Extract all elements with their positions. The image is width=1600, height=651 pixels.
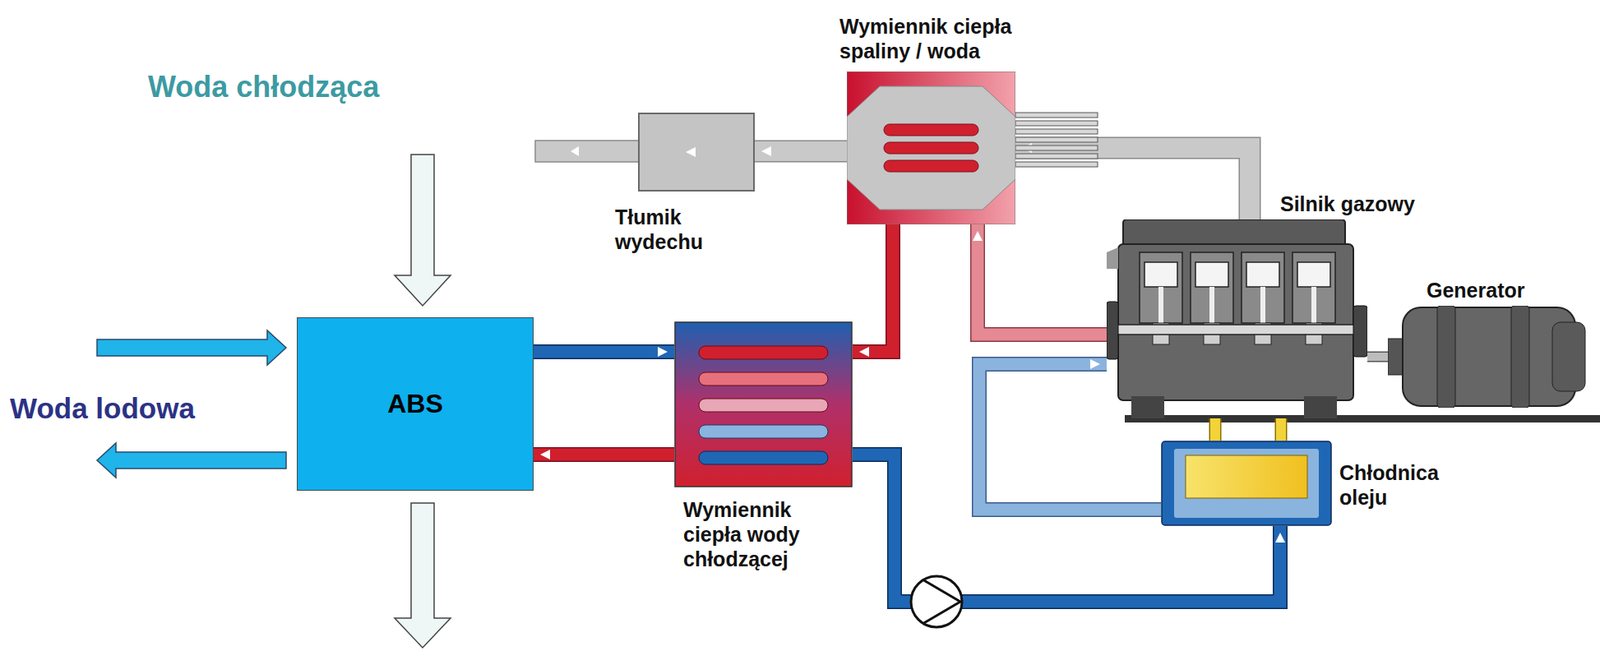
ice-water-out-arrow <box>97 443 287 478</box>
absorption-chiller-box: ABS <box>296 317 534 491</box>
oil-cooler-drawing <box>1160 440 1332 527</box>
return-water-pipe <box>533 346 675 357</box>
arrowhead <box>657 346 668 357</box>
oil-pipe-fill <box>1210 418 1221 441</box>
oil-pipe <box>1280 418 1282 441</box>
oil-pipe <box>1215 418 1217 441</box>
pump-symbol-impeller <box>922 579 961 625</box>
exhaust-outlet-pipe <box>535 140 639 162</box>
warm-coolant-pipe <box>972 224 1107 335</box>
cooling-water-out-arrow <box>394 503 451 648</box>
fin <box>1015 112 1098 118</box>
hot-water-pipe-fill <box>852 224 893 352</box>
generator: Generator <box>1387 305 1587 408</box>
flow-arrow <box>570 146 579 157</box>
fin <box>1015 145 1098 151</box>
oil-pipe-fill <box>1276 418 1286 441</box>
node-label: Chłodnica oleju <box>1339 460 1455 510</box>
oil-pipe-outline <box>1209 418 1222 441</box>
coolant-heat-exchanger-drawing <box>674 321 853 488</box>
warm-coolant-pipe-outline <box>977 224 1107 335</box>
node-label: Wymiennik ciepła spaliny / woda <box>839 13 1062 64</box>
cooling-water-in-arrow <box>394 154 451 306</box>
oil-pipe-outline <box>1275 418 1288 441</box>
arrowhead <box>761 146 772 157</box>
gas-engine-drawing <box>1106 219 1368 419</box>
exhaust-pipe-outline <box>754 140 847 163</box>
exhaust-pipe-outline <box>1015 147 1250 220</box>
hot-water-pipe-outline <box>852 224 893 352</box>
arrowhead <box>540 449 551 460</box>
fin <box>1015 153 1098 159</box>
oil-cooler: Chłodnica oleju <box>1160 440 1332 527</box>
exhaust-pipe-fill <box>754 141 847 162</box>
warm-coolant-pipe-fill <box>977 224 1107 335</box>
exhaust-heat-exchanger: Wymiennik ciepła spaliny / woda <box>846 71 1016 225</box>
heat-exchanger-fins <box>1015 112 1098 167</box>
fin <box>1015 137 1098 143</box>
exhaust-pipe-fill <box>1015 147 1250 220</box>
exhaust-muffler-drawing <box>638 112 755 192</box>
drive-shaft-fill <box>1367 352 1388 361</box>
node-label: Tłumik wydechu <box>615 204 731 255</box>
return-water-pipe-outline <box>533 344 675 360</box>
hot-water-pipe-fill <box>533 448 675 462</box>
coolant-heat-exchanger: Wymiennik ciepła wody chłodzącej <box>674 321 853 488</box>
node-label: Silnik gazowy <box>1280 191 1416 217</box>
arrowhead <box>1090 359 1101 370</box>
fin <box>1015 120 1098 126</box>
fin <box>1015 129 1098 135</box>
exhaust-pipe <box>754 146 847 157</box>
node-label: Wymiennik ciepła wody chłodzącej <box>683 497 828 572</box>
arrowhead <box>1275 532 1286 543</box>
arrowhead <box>859 346 870 357</box>
return-water-pipe-fill <box>533 346 675 359</box>
ice-water-in-arrow <box>97 330 287 366</box>
ice-water-label: Woda lodowa <box>9 391 195 426</box>
pump-symbol <box>910 576 962 628</box>
drive-shaft <box>1367 356 1388 358</box>
fin <box>1015 161 1098 167</box>
gas-engine: Silnik gazowy <box>1106 219 1368 419</box>
hot-water-pipe <box>533 449 675 460</box>
hot-water-pipe-outline <box>533 447 675 463</box>
exhaust-muffler: Tłumik wydechu <box>638 112 755 192</box>
exhaust-pipe <box>1015 143 1250 220</box>
drive-shaft-outline <box>1367 351 1388 363</box>
node-label: Generator <box>1426 277 1525 303</box>
generator-drawing <box>1387 305 1587 408</box>
exhaust-heat-exchanger-drawing <box>846 71 1016 225</box>
hot-water-pipe <box>852 224 893 357</box>
node-label: ABS <box>387 388 444 420</box>
base-plate <box>1124 415 1600 423</box>
cooling-water-label: Woda chłodząca <box>147 69 380 105</box>
arrowhead <box>972 231 983 241</box>
